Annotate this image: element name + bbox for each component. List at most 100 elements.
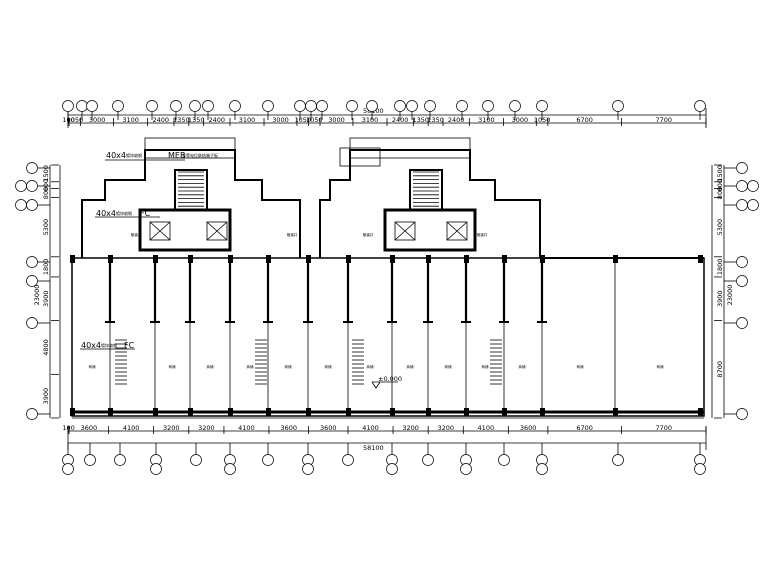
top-dim: 1050: [294, 116, 311, 124]
column: [70, 255, 75, 263]
axis-bubble: [394, 100, 406, 112]
bottom-dim: 3600: [280, 424, 297, 432]
column: [613, 408, 618, 416]
column: [108, 255, 113, 263]
room-label-shop: 商铺: [247, 364, 254, 369]
column: [464, 408, 469, 416]
axis-bubble: [26, 256, 38, 268]
column: [70, 408, 75, 416]
room-label-shop: 商铺: [207, 364, 214, 369]
bottom-axis-bubbles: [62, 443, 706, 475]
axis-bubble: [736, 256, 748, 268]
room-label-shop: 商铺: [325, 364, 333, 369]
axis-bubble: [498, 454, 510, 466]
bottom-dim: 3200: [402, 424, 419, 432]
left-dim: 600: [42, 179, 50, 191]
axis-bubble: [62, 463, 74, 475]
right-dimension-lines: [711, 165, 725, 418]
room-label-well: 管道井: [287, 232, 298, 237]
axis-bubble: [422, 454, 434, 466]
left-dim: 3900: [42, 388, 50, 405]
axis-bubble: [112, 100, 124, 112]
room-label-shop: 商铺: [519, 364, 527, 369]
axis-bubble: [26, 275, 38, 287]
bottom-dim: 3200: [198, 424, 215, 432]
annotation-meb-note: 总等电位联结端子板: [182, 152, 218, 158]
right-dim: 5300: [716, 219, 724, 236]
column: [613, 255, 618, 263]
top-dim: 2400: [448, 116, 465, 124]
axis-bubble: [26, 317, 38, 329]
axis-bubble: [406, 100, 418, 112]
room-labels: 商铺商铺商铺商铺商铺商铺商铺商铺商铺商铺商铺商铺商铺管道井管道井管道井管道井: [89, 232, 665, 369]
top-dim: 3100: [362, 116, 379, 124]
top-dim: 3000: [89, 116, 106, 124]
top-dim: 1050: [67, 116, 84, 124]
annotation-meb-suffix: MEB: [168, 151, 185, 160]
axis-bubble: [612, 100, 624, 112]
room-label-well: 管道井: [477, 232, 488, 237]
annotation-meb: 40x4 镀锌扁钢 MEB 总等电位联结端子板: [105, 151, 218, 161]
axis-bubble: [170, 100, 182, 112]
room-label-shop: 商铺: [367, 364, 375, 369]
top-dim: 7700: [655, 116, 672, 124]
room-label-shop: 商铺: [482, 364, 490, 369]
axis-bubble: [15, 180, 27, 192]
column: [698, 408, 703, 416]
top-dim: 3100: [239, 116, 256, 124]
right-overall-dim: 23000: [726, 285, 734, 306]
bottom-dim: 3200: [163, 424, 180, 432]
axis-bubble: [190, 454, 202, 466]
bottom-dim: 3600: [81, 424, 98, 432]
room-label-shop: 商铺: [407, 364, 415, 369]
column: [502, 408, 507, 416]
annotation-fc2-material: 镀锌扁钢: [101, 342, 117, 348]
bottom-dim: 6700: [576, 424, 593, 432]
left-dim: 4800: [42, 339, 50, 356]
top-dim: 3000: [512, 116, 529, 124]
axis-bubble: [316, 100, 328, 112]
column: [188, 255, 193, 263]
right-dim: 8700: [716, 361, 724, 378]
top-dim: 3000: [272, 116, 289, 124]
column: [228, 255, 233, 263]
axis-bubble: [736, 408, 748, 420]
top-dim: 1050: [306, 116, 323, 124]
axis-bubble: [229, 100, 241, 112]
axis-bubble: [302, 463, 314, 475]
right-dim: 600: [716, 179, 724, 191]
building-outline: [71, 137, 705, 419]
column: [426, 255, 431, 263]
axis-bubble: [294, 100, 306, 112]
axis-bubble: [146, 100, 158, 112]
axis-bubble: [84, 454, 96, 466]
top-dim: 3000: [328, 116, 345, 124]
annotation-fc1-material: 镀锌扁钢: [116, 210, 132, 216]
bottom-dim: 3600: [520, 424, 537, 432]
axis-bubble: [26, 408, 38, 420]
axis-bubble: [86, 100, 98, 112]
top-dim: 1350: [173, 116, 190, 124]
axis-bubble: [76, 100, 88, 112]
column: [266, 255, 271, 263]
column: [153, 408, 158, 416]
top-dim: 2400: [153, 116, 170, 124]
top-dim: 6700: [576, 116, 593, 124]
column: [540, 255, 545, 263]
axis-bubble: [305, 100, 317, 112]
axis-bubble: [346, 100, 358, 112]
annotation-fc2-size: 40x4: [81, 341, 101, 350]
axis-bubble: [482, 100, 494, 112]
room-label-shop: 商铺: [445, 364, 453, 369]
room-label-shop: 商铺: [89, 364, 96, 369]
axis-bubble: [26, 162, 38, 174]
axis-bubble: [366, 100, 378, 112]
axis-bubble: [694, 463, 706, 475]
axis-bubble: [424, 100, 436, 112]
column: [346, 408, 351, 416]
left-dim: 1800: [42, 259, 50, 276]
annotation-meb-material: 镀锌扁钢: [126, 152, 142, 158]
column: [346, 255, 351, 263]
